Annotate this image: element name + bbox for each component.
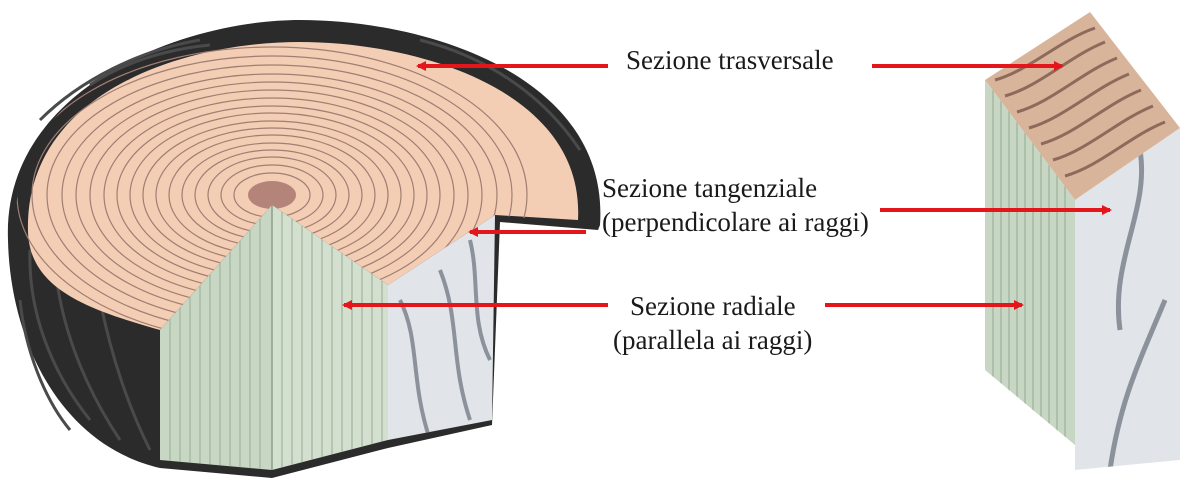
label-tangential-section: Sezione tangenziale [602,172,817,204]
pith [248,181,296,209]
wood-block-illustration [985,12,1180,480]
log-cross-section-illustration [8,20,601,480]
label-radial-note: (parallela ai raggi) [613,324,812,356]
label-radial-section: Sezione radiale [630,290,796,322]
label-tangential-note: (perpendicolare ai raggi) [602,206,869,238]
label-transverse-section: Sezione trasversale [626,44,834,76]
